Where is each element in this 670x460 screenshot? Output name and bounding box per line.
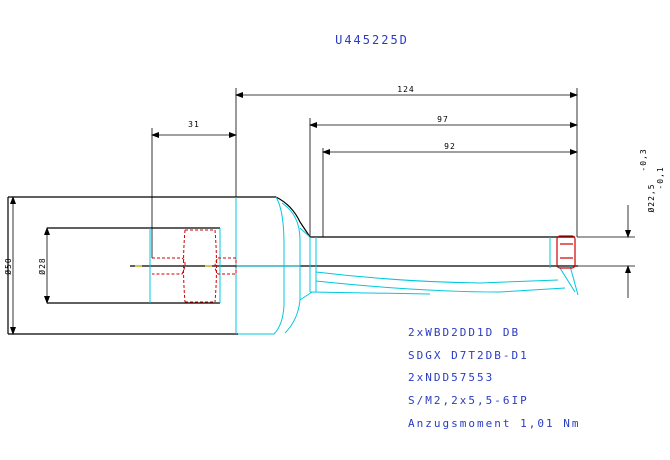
dim-shank-diameter: Ø50 xyxy=(3,257,13,274)
parts-list-item: 2xWBD2DD1D DB xyxy=(408,326,520,339)
dim-length-92: 92 xyxy=(444,142,456,151)
parts-list-item: S/M2,2x5,5-6IP xyxy=(408,394,529,407)
parts-list: 2xWBD2DD1D DB SDGX D7T2DB-D1 2xNDD57553 … xyxy=(408,326,580,430)
part-number: U445225D xyxy=(335,33,409,47)
parts-list-item: Anzugsmoment 1,01 Nm xyxy=(408,417,580,430)
dim-shank-offset: 31 xyxy=(188,120,200,129)
dim-tip-tol-upper: -0,3 xyxy=(639,148,648,171)
dim-length-97: 97 xyxy=(437,115,449,124)
insert-seat xyxy=(556,235,576,269)
dim-tip-tol-lower: -0,1 xyxy=(656,166,665,189)
screw-features xyxy=(152,229,237,303)
dim-bore-diameter: Ø28 xyxy=(37,257,47,274)
dim-tip-diameter: Ø22,5 xyxy=(646,183,656,212)
parts-list-item: SDGX D7T2DB-D1 xyxy=(408,349,529,362)
dimension-lines xyxy=(10,92,631,335)
dim-overall-length: 124 xyxy=(397,85,414,94)
shank-outline xyxy=(7,196,578,335)
extension-lines xyxy=(151,88,635,267)
tool-body xyxy=(149,196,579,335)
parts-list-item: 2xNDD57553 xyxy=(408,371,494,384)
